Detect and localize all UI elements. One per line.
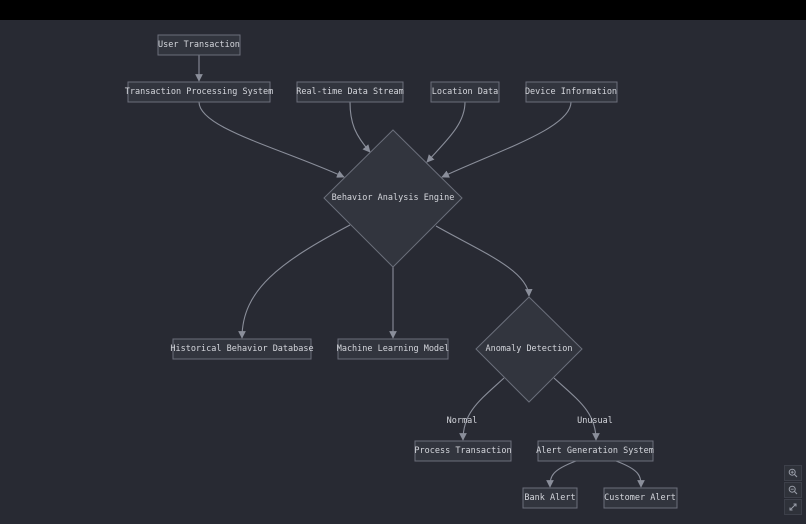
fit-view-icon (789, 503, 797, 511)
node-customer-alert[interactable]: Customer Alert (603, 487, 678, 509)
edge-label-normal: Normal (447, 416, 478, 426)
node-label: Transaction Processing System (125, 87, 273, 97)
edges-layer (195, 55, 645, 488)
edge-alert-to-customer (615, 460, 645, 488)
node-label: Machine Learning Model (337, 344, 450, 354)
edge-device-to-engine (441, 101, 572, 178)
node-ml-model[interactable]: Machine Learning Model (337, 338, 450, 360)
node-behavior-engine[interactable]: Behavior Analysis Engine (323, 129, 463, 268)
diagram-canvas[interactable]: Normal Unusual User Transaction Transact… (0, 20, 806, 524)
edge-engine-to-historical (238, 224, 351, 339)
top-bar (0, 0, 806, 20)
node-location-data[interactable]: Location Data (430, 81, 500, 103)
node-anomaly-detection[interactable]: Anomaly Detection (475, 296, 583, 403)
node-device-info[interactable]: Device Information (525, 81, 618, 103)
flowchart: Normal Unusual User Transaction Transact… (125, 34, 678, 509)
edge-anomaly-to-process (459, 377, 505, 441)
zoom-out-icon (788, 485, 798, 495)
edge-anomaly-to-alert (553, 377, 600, 441)
edge-stream-to-engine (349, 101, 371, 153)
node-label: Behavior Analysis Engine (332, 193, 455, 203)
edge-label-unusual: Unusual (577, 416, 613, 426)
node-realtime-stream[interactable]: Real-time Data Stream (296, 81, 404, 103)
node-label: Bank Alert (524, 493, 575, 503)
edge-engine-to-anomaly (435, 225, 533, 297)
node-process-transaction[interactable]: Process Transaction (414, 440, 512, 462)
node-label: Real-time Data Stream (296, 87, 403, 97)
node-user-transaction[interactable]: User Transaction (157, 34, 241, 56)
node-label: Process Transaction (414, 446, 511, 456)
edge-alert-to-bank (546, 460, 577, 488)
edge-location-to-engine (426, 101, 466, 163)
node-label: User Transaction (158, 40, 240, 50)
node-bank-alert[interactable]: Bank Alert (522, 487, 578, 509)
node-alert-system[interactable]: Alert Generation System (536, 440, 654, 462)
zoom-in-button[interactable] (784, 465, 802, 481)
node-historical-db[interactable]: Historical Behavior Database (170, 338, 314, 360)
node-label: Customer Alert (604, 493, 676, 503)
zoom-out-button[interactable] (784, 482, 802, 498)
edge-processing-to-engine (198, 101, 345, 178)
node-label: Alert Generation System (536, 446, 654, 456)
zoom-in-icon (788, 468, 798, 478)
node-label: Device Information (525, 87, 617, 97)
node-transaction-processing[interactable]: Transaction Processing System (125, 81, 273, 103)
node-label: Historical Behavior Database (170, 344, 313, 354)
zoom-controls (784, 465, 802, 515)
fit-view-button[interactable] (784, 499, 802, 515)
node-label: Location Data (432, 87, 499, 97)
node-label: Anomaly Detection (486, 344, 573, 354)
